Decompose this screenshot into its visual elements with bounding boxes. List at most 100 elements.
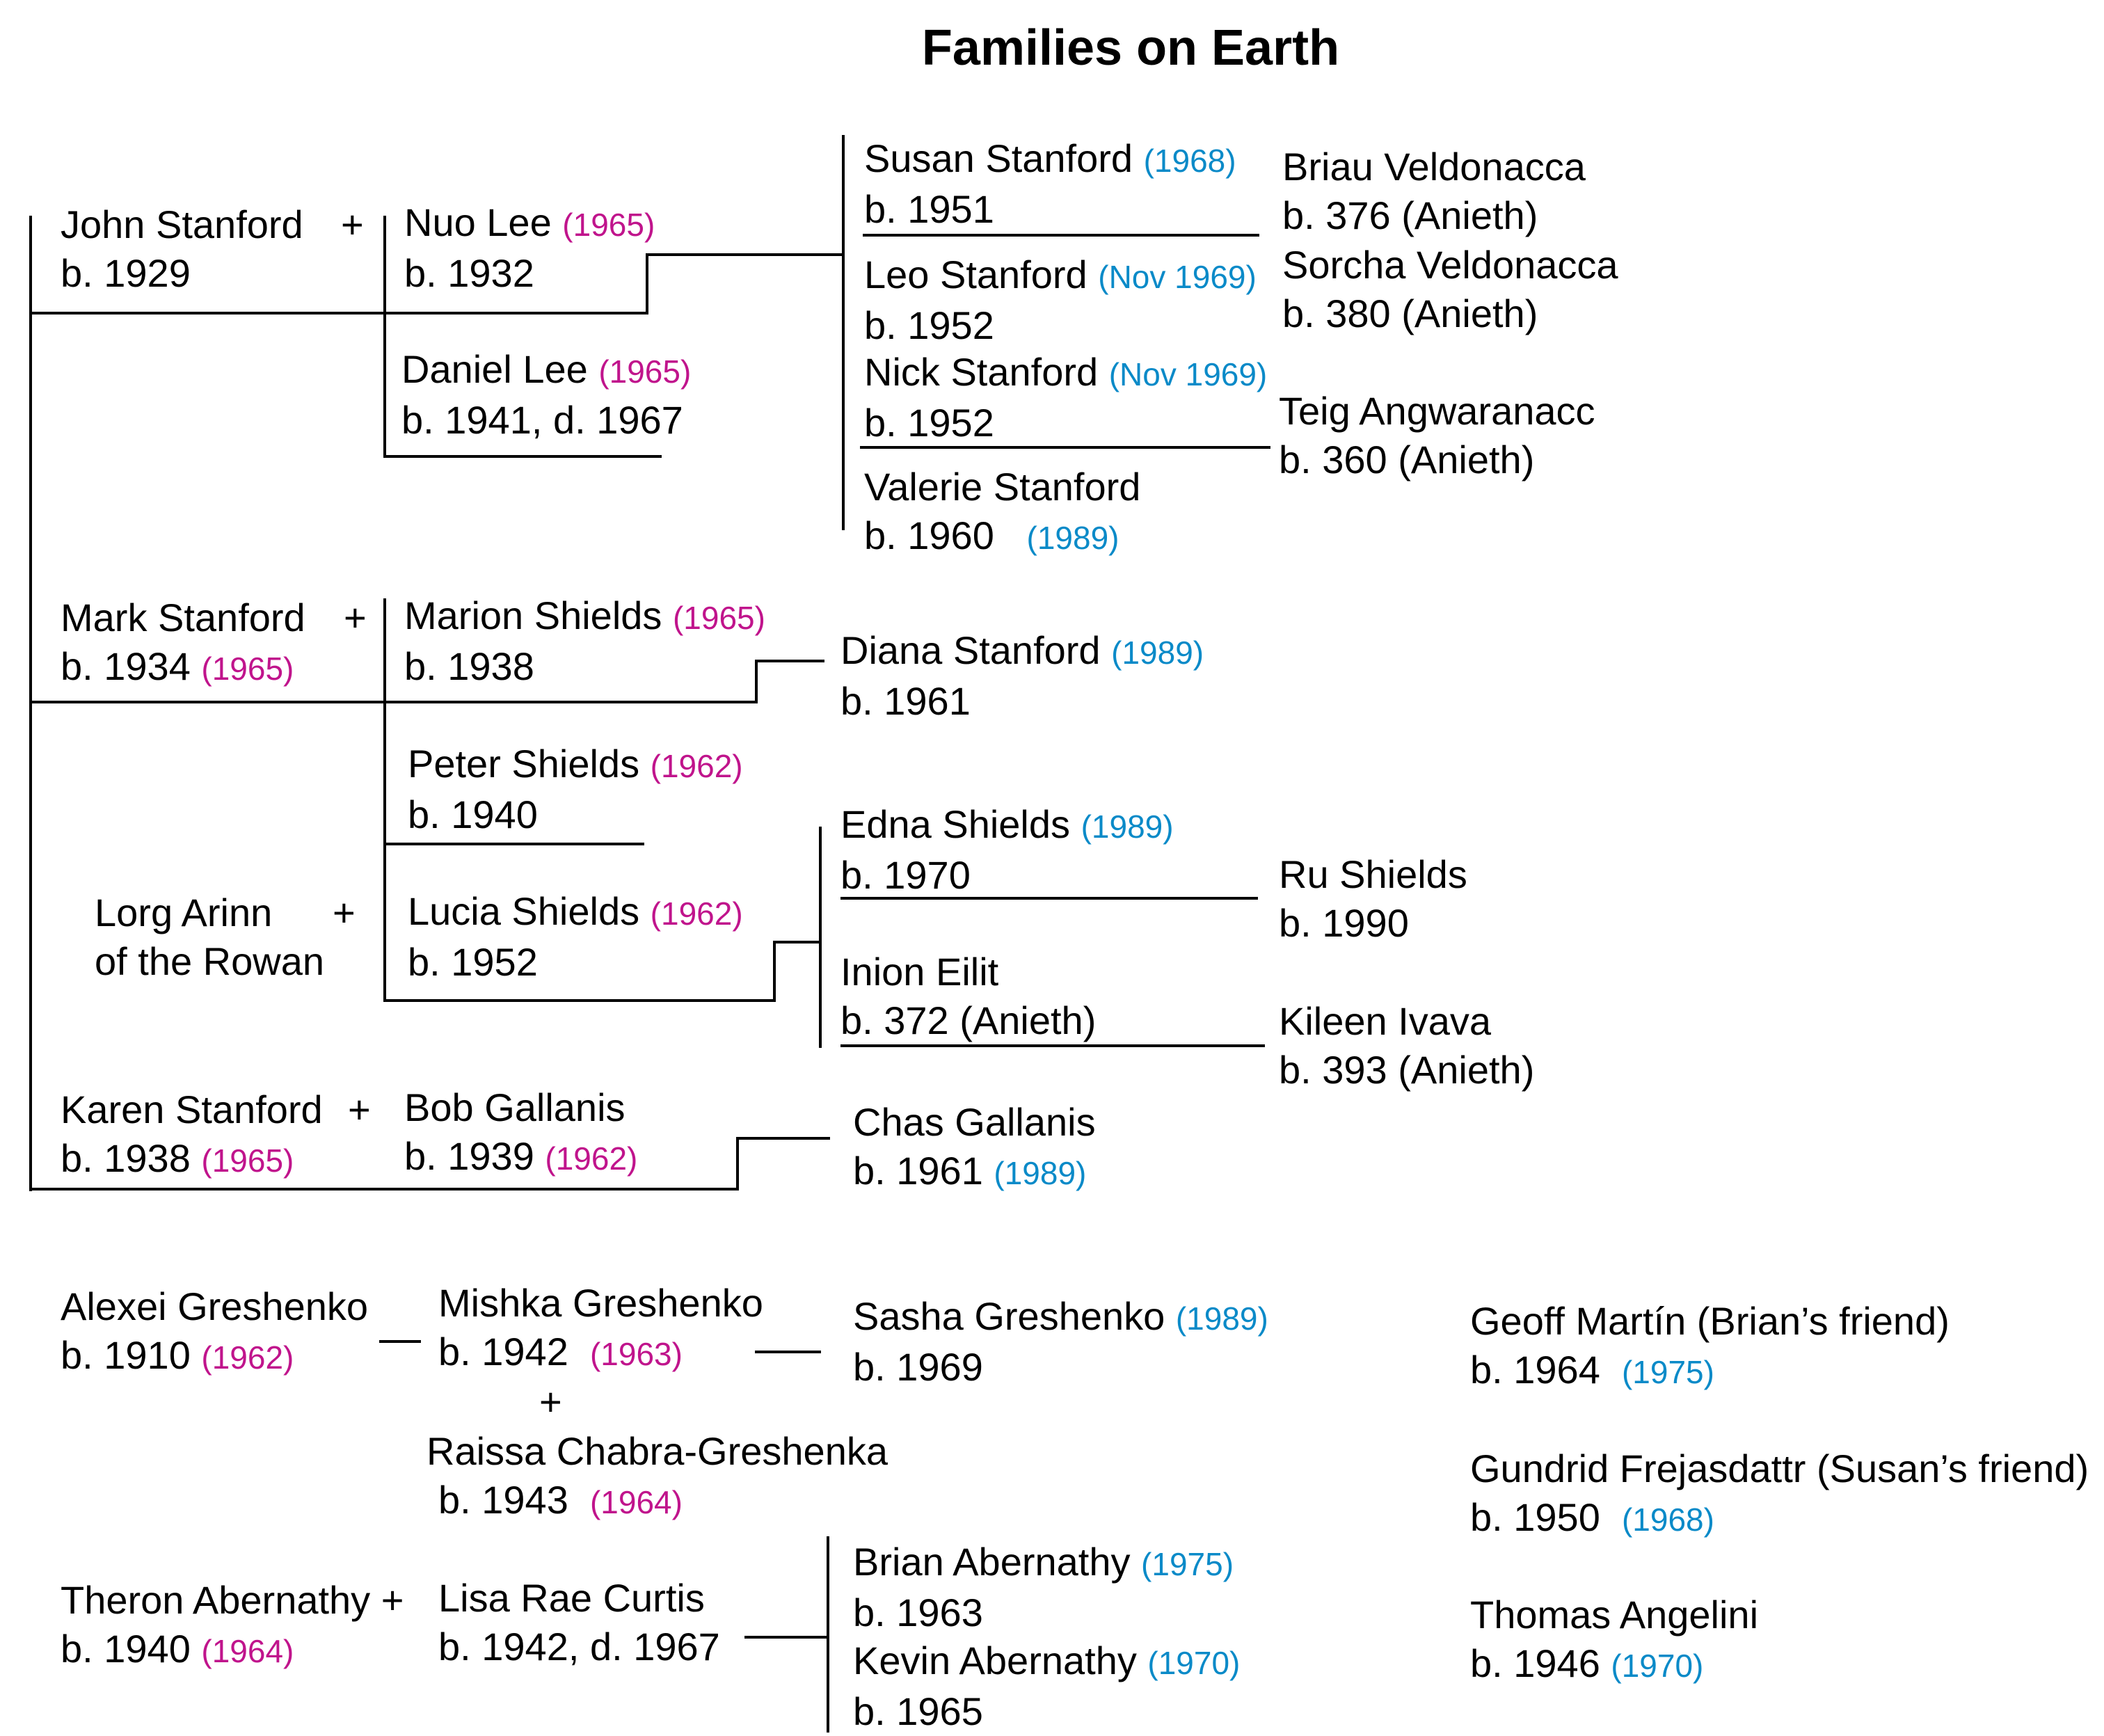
birth-info: b. 1941, d. 1967	[401, 398, 683, 442]
marriage-year: (1965)	[201, 1142, 294, 1179]
person-name: Brian Abernathy	[853, 1540, 1131, 1584]
person-mark-stanford: Mark Stanford b. 1934 (1965)	[61, 594, 305, 693]
marriage-year: (1962)	[545, 1140, 638, 1177]
person-name: Bob Gallanis	[404, 1085, 625, 1129]
person-chas-gallanis: Chas Gallanis b. 1961 (1989)	[853, 1098, 1096, 1197]
person-gundrid-frejasdattr: Gundrid Frejasdattr (Susan’s friend) b. …	[1470, 1444, 2089, 1544]
person-name: Lisa Rae Curtis	[438, 1576, 705, 1620]
birth-info: b. 372 (Anieth)	[840, 998, 1097, 1042]
person-raissa-chabra-greshenka: Raissa Chabra-Greshenka b. 1943 (1964)	[427, 1427, 888, 1527]
person-name: Sorcha Veldonacca	[1282, 243, 1618, 287]
mark-marion-step	[755, 661, 758, 703]
person-lorg-arinn: Lorg Arinn of the Rowan	[95, 889, 324, 986]
birth-info: b. 1990	[1279, 901, 1409, 945]
person-name: Teig Angwaranacc	[1279, 389, 1595, 433]
person-name: Nuo Lee	[404, 200, 552, 244]
person-edna-shields: Edna Shields (1989) b. 1970	[840, 800, 1174, 900]
person-inion-eilit: Inion Eilit b. 372 (Anieth)	[840, 948, 1096, 1045]
person-name: Peter Shields	[408, 742, 640, 786]
birth-info: b. 1951	[864, 187, 994, 231]
event-year: (1968)	[1143, 143, 1236, 179]
person-brian-abernathy: Brian Abernathy (1975) b. 1963	[853, 1538, 1234, 1637]
person-leo-stanford: Leo Stanford (Nov 1969) b. 1952	[864, 250, 1257, 350]
person-geoff-martin: Geoff Martín (Brian’s friend) b. 1964 (1…	[1470, 1297, 1950, 1396]
person-name: Mark Stanford	[61, 596, 305, 639]
susan-spouse-line	[863, 234, 1259, 237]
marriage-year: (1962)	[650, 748, 743, 784]
karen-bob-step	[736, 1138, 739, 1190]
person-name: Karen Stanford	[61, 1088, 323, 1131]
marriage-plus: +	[341, 202, 364, 246]
person-name: Lucia Shields	[408, 889, 640, 933]
person-thomas-angelini: Thomas Angelini b. 1946 (1970)	[1470, 1591, 1758, 1690]
diagram-title: Families on Earth	[921, 20, 1340, 76]
theron-lisa-children-link	[744, 1636, 828, 1639]
john-spouses-line	[383, 216, 386, 458]
person-name: Nick Stanford	[864, 350, 1099, 394]
birth-info: b. 1942, d. 1967	[438, 1625, 720, 1669]
lucia-children-bracket	[819, 827, 822, 1048]
person-name: Susan Stanford	[864, 136, 1133, 180]
marriage-year: (1962)	[201, 1339, 294, 1376]
marriage-year: (1965)	[201, 651, 294, 687]
person-theron-abernathy: Theron Abernathy + b. 1940 (1964)	[61, 1576, 404, 1675]
person-kevin-abernathy: Kevin Abernathy (1970) b. 1965	[853, 1637, 1240, 1736]
birth-info: b. 1932	[404, 251, 534, 295]
person-marion-shields: Marion Shields (1965) b. 1938	[404, 591, 765, 691]
event-year: (1989)	[1026, 520, 1119, 556]
person-john-stanford: John Stanford b. 1929	[61, 200, 303, 298]
marriage-year: (1965)	[598, 353, 692, 390]
person-ru-shields: Ru Shields b. 1990	[1279, 850, 1467, 948]
karen-bob-line	[29, 1188, 739, 1190]
daniel-underline	[383, 455, 662, 458]
person-name: Lorg Arinn	[95, 891, 273, 934]
person-lisa-rae-curtis: Lisa Rae Curtis b. 1942, d. 1967	[438, 1574, 720, 1671]
person-karen-stanford: Karen Stanford b. 1938 (1965)	[61, 1085, 323, 1185]
person-name: Ru Shields	[1279, 852, 1467, 896]
abernathy-children-bracket	[827, 1536, 829, 1733]
peter-underline	[383, 843, 644, 845]
marriage-plus: +	[348, 1088, 371, 1131]
mark-marion-children-link	[755, 660, 824, 662]
mark-marion-lorg-line	[383, 598, 386, 1002]
person-daniel-lee: Daniel Lee (1965) b. 1941, d. 1967	[401, 345, 691, 445]
person-teig-angwaranacc: Teig Angwaranacc b. 360 (Anieth)	[1279, 387, 1595, 484]
birth-info: b. 1952	[408, 940, 538, 984]
marriage-year: (1965)	[562, 207, 655, 243]
person-name: Diana Stanford	[840, 628, 1101, 672]
event-year: (1989)	[994, 1155, 1087, 1191]
birth-info: b. 1934	[61, 644, 191, 688]
birth-info: b. 1950	[1470, 1495, 1600, 1539]
lorg-lucia-line	[383, 999, 776, 1002]
person-name: Raissa Chabra-Greshenka	[427, 1429, 888, 1473]
mishka-sasha-line	[755, 1351, 821, 1353]
event-year: (1989)	[1081, 809, 1174, 845]
person-alexei-greshenko: Alexei Greshenko b. 1910 (1962)	[61, 1282, 368, 1382]
john-nuo-step	[646, 255, 648, 314]
person-name: Thomas Angelini	[1470, 1593, 1759, 1637]
marriage-year: (1965)	[672, 600, 765, 636]
birth-info: b. 360 (Anieth)	[1279, 438, 1535, 481]
event-year: (1968)	[1621, 1502, 1714, 1538]
marriage-year: (1962)	[650, 895, 743, 932]
person-name: Alexei Greshenko	[61, 1284, 369, 1328]
person-name: Daniel Lee	[401, 347, 588, 391]
person-name: Sasha Greshenko	[853, 1294, 1165, 1338]
birth-info: b. 1940	[61, 1627, 191, 1671]
edna-spouse-line	[840, 897, 1258, 900]
person-mishka-greshenko: Mishka Greshenko b. 1942 (1963)	[438, 1279, 763, 1378]
person-bob-gallanis: Bob Gallanis b. 1939 (1962)	[404, 1083, 637, 1183]
person-valerie-stanford: Valerie Stanford b. 1960 (1989)	[864, 463, 1140, 562]
person-name: Leo Stanford	[864, 253, 1087, 296]
inion-spouse-line	[840, 1044, 1265, 1047]
person-peter-shields: Peter Shields (1962) b. 1940	[408, 740, 743, 839]
event-year: (1975)	[1141, 1546, 1234, 1582]
person-name: Marion Shields	[404, 594, 662, 637]
birth-info: b. 1961	[840, 679, 971, 723]
person-name: Briau Veldonacca	[1282, 145, 1586, 189]
event-year: (Nov 1969)	[1108, 356, 1268, 392]
event-year: (1970)	[1147, 1645, 1241, 1681]
lorg-lucia-children-link	[773, 941, 822, 943]
birth-info: b. 1963	[853, 1591, 983, 1634]
birth-info: b. 1938	[404, 644, 534, 688]
